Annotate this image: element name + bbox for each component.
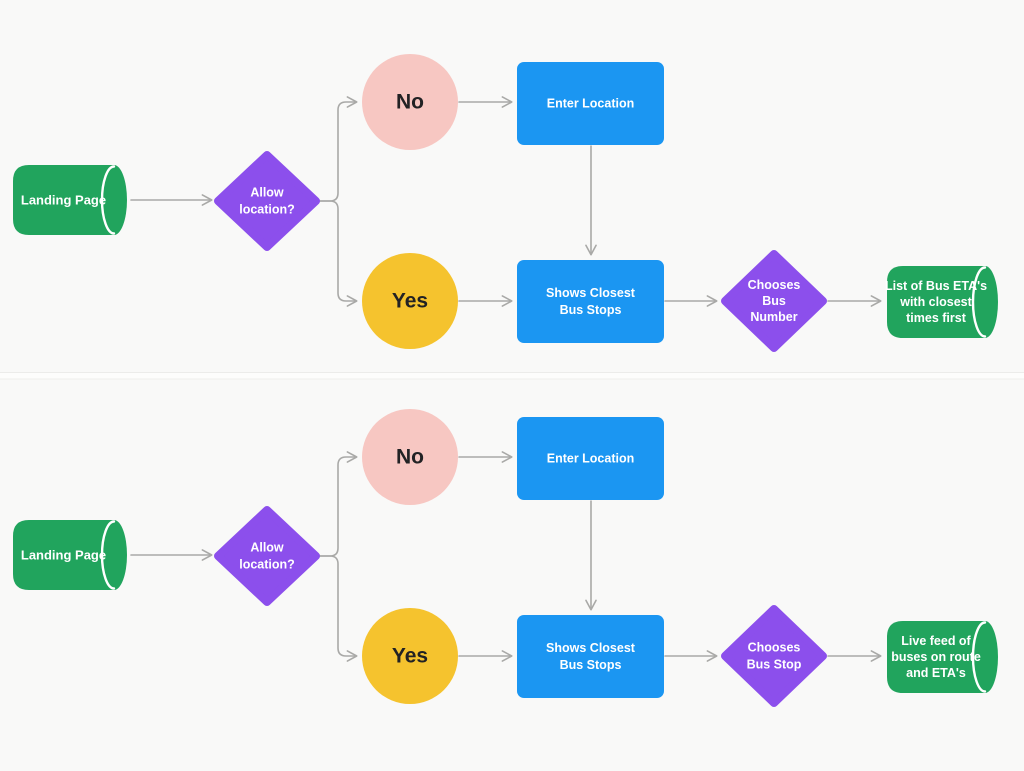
diamond-shape [214, 506, 320, 606]
node-label: Yes [392, 645, 428, 668]
cylinder-end-arc [971, 266, 987, 338]
bottom-edge-allow-to-no [319, 451, 358, 557]
circle-shape [362, 253, 458, 349]
circle-shape [362, 608, 458, 704]
process-shape [517, 615, 664, 698]
process-shape [517, 260, 664, 343]
bottom-no-circle[interactable]: No [362, 409, 458, 505]
diamond-shape [214, 151, 320, 251]
bottom-yes-circle[interactable]: Yes [362, 608, 458, 704]
node-label: No [396, 91, 424, 114]
diamond-shape [721, 250, 827, 352]
node-label: Landing Page [21, 548, 106, 563]
bottom-edge-allow-to-yes [319, 555, 358, 662]
circle-shape [362, 54, 458, 150]
cylinder-end-arc [971, 621, 987, 693]
top-edge-allow-to-yes [319, 200, 358, 307]
node-label: Enter Location [547, 97, 635, 111]
panel-divider [0, 372, 1024, 380]
top-no-circle[interactable]: No [362, 54, 458, 150]
top-edge-allow-to-no [319, 96, 358, 202]
node-label: Enter Location [547, 452, 635, 466]
circle-shape [362, 409, 458, 505]
top-enter-location-rect[interactable]: Enter Location [517, 62, 664, 145]
bottom-enter-location-rect[interactable]: Enter Location [517, 417, 664, 500]
process-shape [517, 62, 664, 145]
diamond-shape [721, 605, 827, 707]
cylinder-shape [887, 266, 998, 338]
cylinder-shape [13, 165, 127, 235]
cylinder-shape [887, 621, 998, 693]
cylinder-end-arc [100, 165, 116, 235]
node-label: Yes [392, 290, 428, 313]
node-label: No [396, 446, 424, 469]
cylinder-shape [13, 520, 127, 590]
bottom-landing-page-cylinder[interactable]: Landing Page [13, 520, 127, 590]
process-shape [517, 417, 664, 500]
node-label: Landing Page [21, 193, 106, 208]
top-yes-circle[interactable]: Yes [362, 253, 458, 349]
top-landing-page-cylinder[interactable]: Landing Page [13, 165, 127, 235]
cylinder-end-arc [100, 520, 116, 590]
